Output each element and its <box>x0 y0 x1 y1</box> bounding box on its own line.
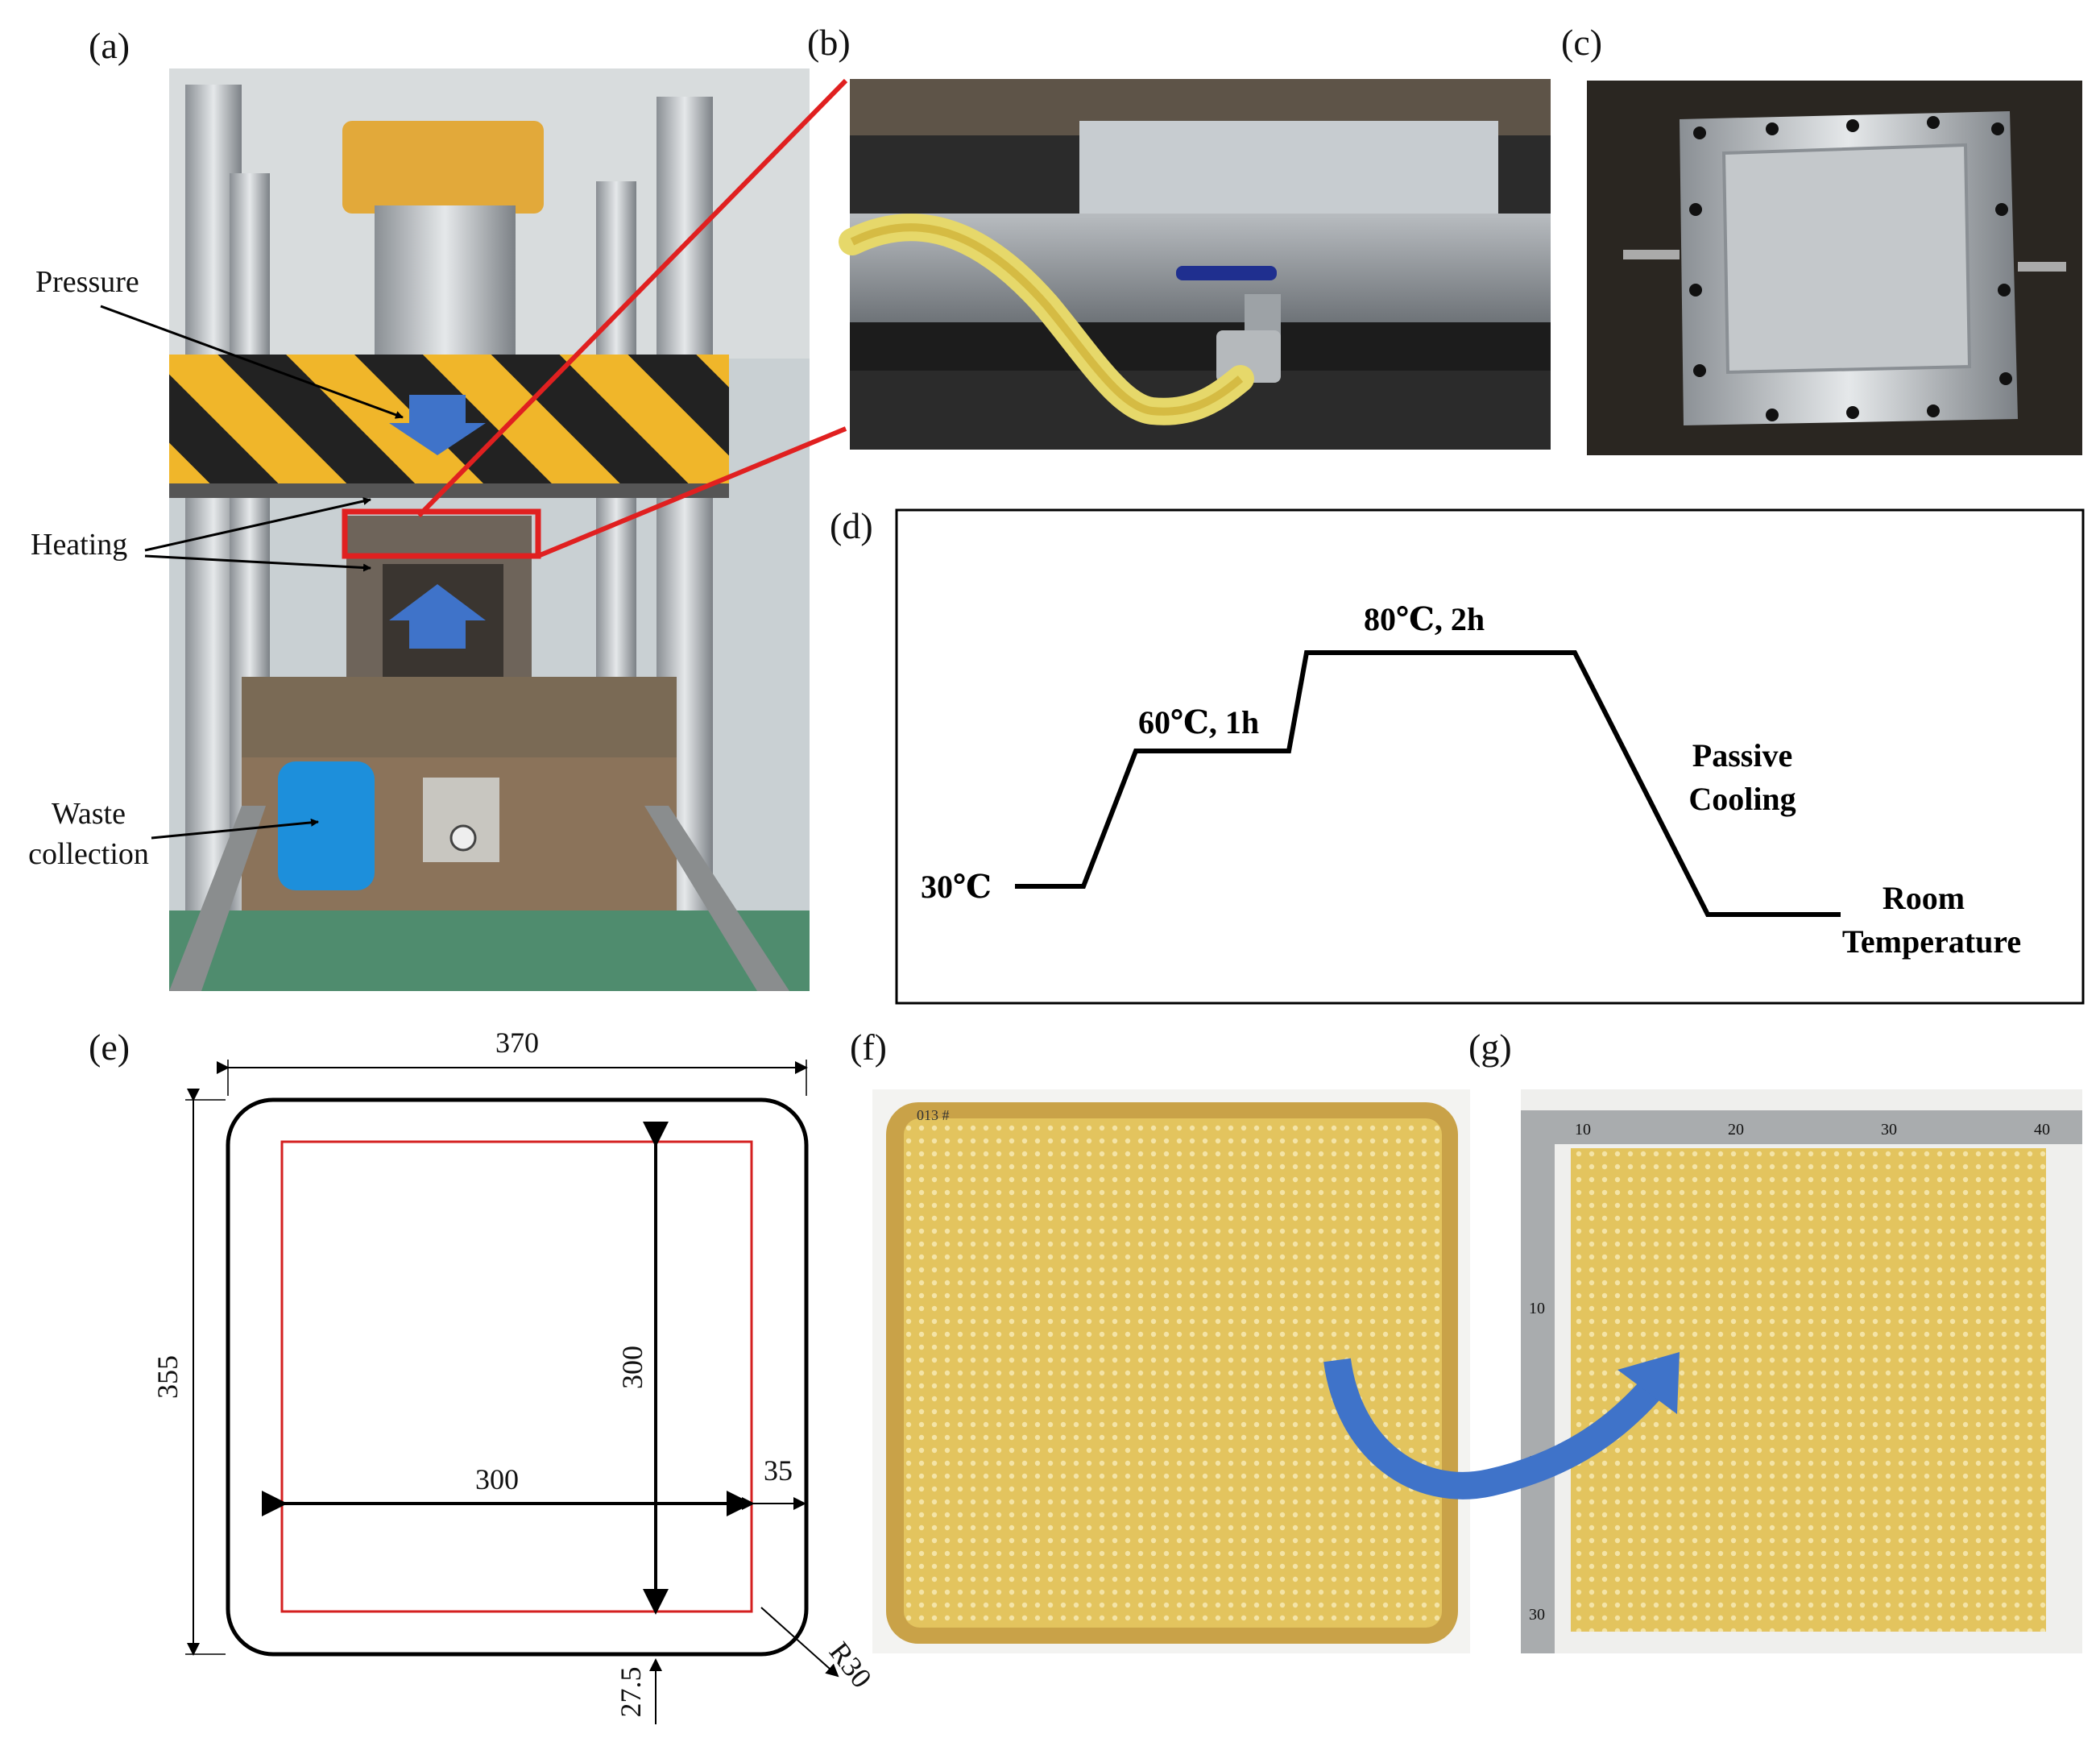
panel-g: (g) 10 20 30 40 10 20 30 <box>1468 1027 2082 1653</box>
panel-e-label: (e) <box>89 1027 130 1068</box>
panel-a: (a) <box>28 25 848 991</box>
bottom-margin-dimension: 27.5 <box>615 1667 647 1718</box>
panel-b-label: (b) <box>807 22 851 63</box>
cure-profile-frame <box>895 508 2085 1005</box>
hydraulic-press-photo <box>169 68 810 991</box>
step1-label: 60℃, 1h <box>1138 704 1259 740</box>
passive-cooling-line1: Passive <box>1692 737 1792 774</box>
waste-label-line1: Waste <box>52 797 126 831</box>
passive-cooling-line2: Cooling <box>1688 781 1796 817</box>
panel-a-label: (a) <box>89 25 130 66</box>
corner-radius-dimension: R30 <box>823 1636 878 1694</box>
room-temp-line2: Temperature <box>1842 923 2021 960</box>
temperature-profile-line <box>1015 650 1841 917</box>
heating-label: Heating <box>31 528 127 562</box>
ruler-side-mark-10: 10 <box>1529 1300 1545 1317</box>
ruler-top <box>1521 1110 2082 1144</box>
mold-outline <box>226 1097 809 1657</box>
ruler-side-mark-30: 30 <box>1529 1606 1545 1624</box>
pressure-arrow <box>100 305 404 419</box>
trim-transition-arrow <box>1323 1352 1680 1499</box>
side-margin-dimension: 35 <box>764 1454 793 1487</box>
pressure-label: Pressure <box>35 265 139 299</box>
panel-d: (d) 30℃ 60℃, 1h 80℃, 2h Passive Cooling … <box>830 505 2085 1005</box>
zoom-line-lower <box>536 426 847 558</box>
ruler-side <box>1521 1110 1555 1653</box>
inner-width-dimension: 300 <box>475 1463 519 1495</box>
radius-leader-line <box>760 1607 839 1678</box>
width-dimension: 370 <box>495 1027 539 1059</box>
height-dimension: 355 <box>151 1355 184 1399</box>
panel-e: (e) 370 355 300 300 35 27.5 R30 <box>89 1027 878 1724</box>
inner-region-outline <box>280 1140 753 1613</box>
heating-zone-highlight <box>342 508 541 559</box>
zoom-line-upper <box>416 78 848 518</box>
panel-c: (c) <box>1561 22 2082 455</box>
panel-b: (b) <box>807 22 1551 450</box>
panel-f-label: (f) <box>850 1027 887 1068</box>
room-temp-line1: Room <box>1883 880 1965 916</box>
cured-laminate-photo: 013 # <box>872 1089 1470 1653</box>
inner-height-dimension: 300 <box>616 1346 648 1389</box>
panel-d-label: (d) <box>830 505 873 546</box>
panel-g-label: (g) <box>1468 1027 1512 1068</box>
ruler-top-mark-40: 40 <box>2034 1121 2050 1139</box>
ruler-top-mark-30: 30 <box>1881 1121 1897 1139</box>
start-temp-label: 30℃ <box>921 869 992 905</box>
panel-f: (f) 013 # <box>850 1027 1470 1653</box>
waste-arrow <box>151 818 319 840</box>
sample-mark: 013 # <box>917 1107 950 1123</box>
step2-label: 80℃, 2h <box>1364 601 1485 637</box>
waste-label-line2: collection <box>28 837 149 871</box>
heating-arrow-lower <box>144 554 371 572</box>
ruler-top-mark-20: 20 <box>1728 1121 1744 1139</box>
panel-c-label: (c) <box>1561 22 1602 63</box>
closed-mold-top-view-photo <box>1587 81 2082 455</box>
ruler-top-mark-10: 10 <box>1575 1121 1591 1139</box>
heating-arrow-upper <box>144 497 371 552</box>
trimmed-laminate-photo: 10 20 30 40 10 20 30 <box>1521 1089 2082 1653</box>
heated-mold-closeup-photo <box>839 79 1551 450</box>
